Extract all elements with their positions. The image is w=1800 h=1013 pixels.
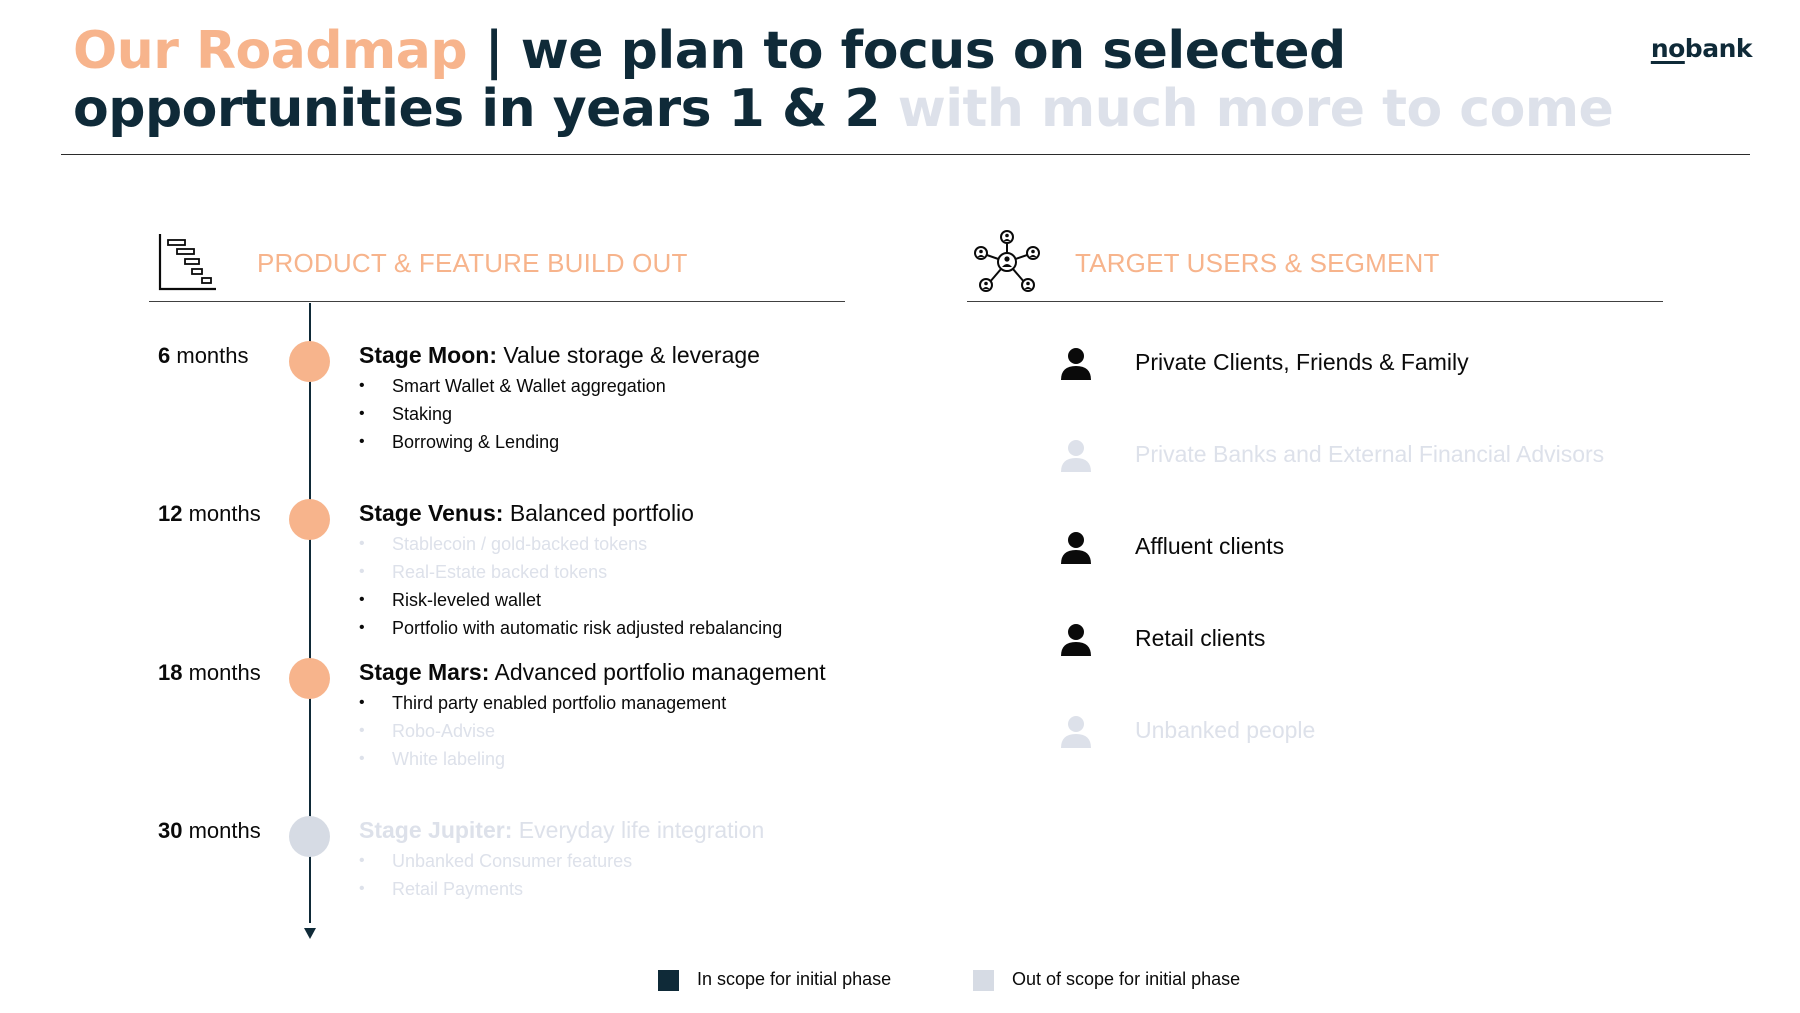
feature-item: Portfolio with automatic risk adjusted r…	[359, 614, 782, 642]
feature-item: Real-Estate backed tokens	[359, 558, 782, 586]
feature-item: Smart Wallet & Wallet aggregation	[359, 372, 666, 400]
segment-label: Affluent clients	[1135, 533, 1285, 559]
timeline-months-label: 12 months	[158, 501, 261, 526]
feature-item: Risk-leveled wallet	[359, 586, 782, 614]
timeline-axis	[309, 303, 311, 923]
logo-no: no	[1650, 34, 1685, 63]
timeline-node	[289, 658, 330, 699]
timeline-arrow-icon	[304, 928, 316, 939]
legend-in-scope: In scope for initial phase	[658, 969, 891, 991]
network-users-icon	[972, 228, 1042, 296]
out-of-scope-swatch	[973, 969, 994, 991]
stage-feature-list: Smart Wallet & Wallet aggregation Stakin…	[359, 372, 666, 456]
timeline-node	[289, 499, 330, 540]
stage-feature-list: Stablecoin / gold-backed tokens Real-Est…	[359, 530, 782, 642]
person-icon	[1060, 715, 1092, 749]
logo-bank: bank	[1684, 34, 1753, 63]
timeline-months-label: 18 months	[158, 660, 261, 685]
title-accent: Our Roadmap	[73, 21, 468, 81]
title-muted: with much more to come	[897, 79, 1614, 139]
stage-heading: Stage Mars: Advanced portfolio managemen…	[359, 659, 826, 685]
users-section-title: TARGET USERS & SEGMENT	[1075, 248, 1440, 278]
legend-out-of-scope: Out of scope for initial phase	[973, 969, 1240, 991]
feature-item: Borrowing & Lending	[359, 428, 666, 456]
users-section-divider	[967, 301, 1663, 302]
stage-heading: Stage Moon: Value storage & leverage	[359, 342, 760, 368]
feature-item: Robo-Advise	[359, 717, 726, 745]
stage-feature-list: Third party enabled portfolio management…	[359, 689, 726, 773]
timeline-node	[289, 816, 330, 857]
timeline-months-label: 6 months	[158, 343, 249, 368]
person-icon	[1060, 623, 1092, 657]
segment-label: Unbanked people	[1135, 717, 1316, 743]
feature-item: White labeling	[359, 745, 726, 773]
stage-heading: Stage Jupiter: Everyday life integration	[359, 817, 765, 843]
timeline-months-label: 30 months	[158, 818, 261, 843]
title-divider	[61, 154, 1750, 155]
person-icon	[1060, 531, 1092, 565]
in-scope-swatch	[658, 969, 679, 991]
stage-heading: Stage Venus: Balanced portfolio	[359, 500, 694, 526]
feature-item: Stablecoin / gold-backed tokens	[359, 530, 782, 558]
feature-item: Staking	[359, 400, 666, 428]
segment-label: Private Clients, Friends & Family	[1135, 349, 1469, 375]
person-icon	[1060, 439, 1092, 473]
segment-label: Retail clients	[1135, 625, 1266, 651]
person-icon	[1060, 347, 1092, 381]
feature-item: Third party enabled portfolio management	[359, 689, 726, 717]
product-section-title: PRODUCT & FEATURE BUILD OUT	[257, 248, 688, 278]
timeline-node	[289, 341, 330, 382]
page-title: Our Roadmap | we plan to focus on select…	[73, 22, 1633, 138]
nobank-logo: nobank	[1650, 34, 1753, 63]
gantt-chart-icon	[158, 232, 220, 292]
feature-item: Unbanked Consumer features	[359, 847, 632, 875]
stage-feature-list: Unbanked Consumer features Retail Paymen…	[359, 847, 632, 903]
product-section-divider	[149, 301, 845, 302]
title-main: | we plan to focus on selected opportuni…	[73, 21, 1346, 139]
legend-out-of-scope-label: Out of scope for initial phase	[1012, 969, 1241, 989]
feature-item: Retail Payments	[359, 875, 632, 903]
legend-in-scope-label: In scope for initial phase	[697, 969, 892, 989]
segment-label: Private Banks and External Financial Adv…	[1135, 441, 1605, 467]
